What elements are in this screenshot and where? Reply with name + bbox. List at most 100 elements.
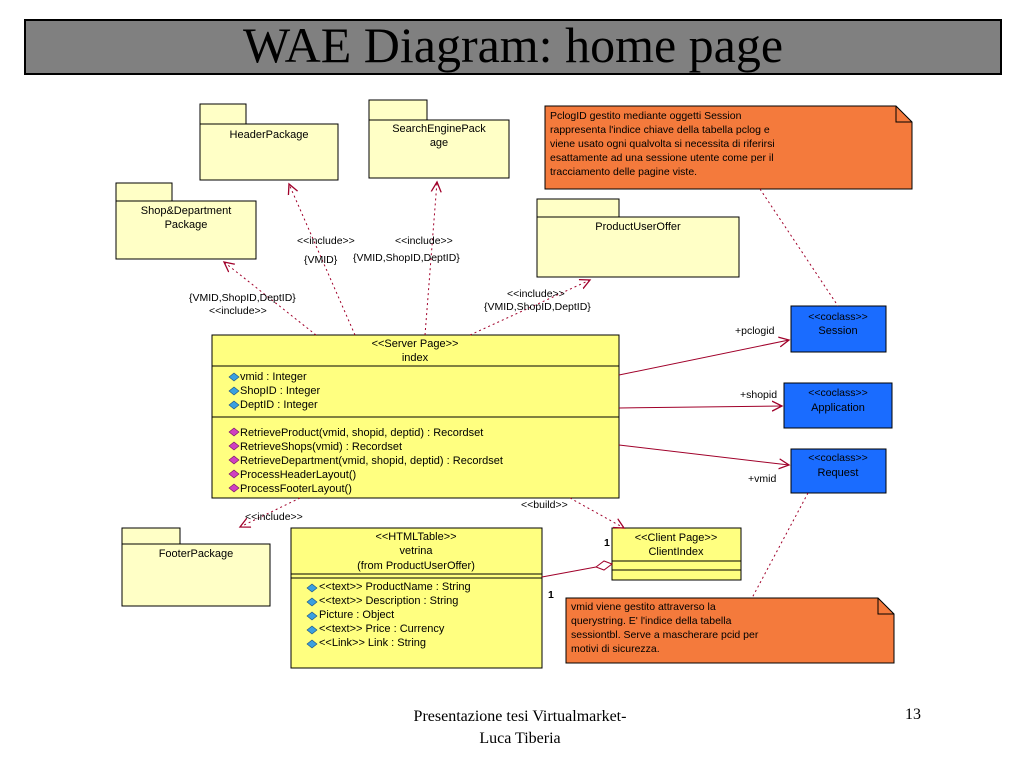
note-top-line-5: tracciamento delle pagine viste.: [550, 166, 697, 178]
index-op-process-footer: ProcessFooterLayout(): [240, 483, 352, 495]
header-package-label: HeaderPackage: [230, 129, 309, 141]
note-top-line-3: viene usato ogni qualvolta si necessita …: [550, 138, 775, 150]
request-stereotype: <<coclass>>: [808, 452, 868, 464]
footer-package: FooterPackage: [121, 527, 271, 607]
multiplicity-vetrina: 1: [548, 589, 554, 601]
application-association: [618, 406, 782, 408]
label-product-params: {VMID,ShopID,DeptID}: [484, 301, 591, 313]
operation-icon: [228, 427, 240, 437]
attribute-icon: [306, 639, 318, 649]
label-include-product: <<include>>: [507, 288, 565, 300]
note-top-line-1: PclogID gestito mediante oggetti Session: [550, 110, 742, 122]
include-product-dependency: [469, 280, 590, 336]
session-association: [618, 340, 789, 376]
index-op-retrieve-shops: RetrieveShops(vmid) : Recordset: [240, 441, 402, 453]
product-user-offer-package: ProductUserOffer: [536, 198, 740, 278]
multiplicity-client: 1: [604, 537, 610, 549]
application-stereotype: <<coclass>>: [808, 387, 868, 399]
note-top-line-2: rappresenta l'indice chiave della tabell…: [550, 124, 770, 136]
search-engine-package-label-1: SearchEnginePack: [392, 123, 486, 135]
operation-icon: [228, 483, 240, 493]
slide-title: WAE Diagram: home page: [242, 17, 784, 73]
footer-line-1: Presentazione tesi Virtualmarket-: [413, 708, 627, 725]
note-vmid: vmid viene gestito attraverso la queryst…: [565, 597, 895, 664]
label-include-header: <<include>>: [297, 235, 355, 247]
note-bottom-line-2: querystring. E' l'indice della tabella: [571, 615, 732, 627]
index-attr-vmid: vmid : Integer: [240, 371, 307, 383]
session-coclass: <<coclass>> Session: [790, 305, 887, 353]
session-stereotype: <<coclass>>: [808, 311, 868, 323]
search-engine-package: SearchEnginePack age: [368, 99, 510, 179]
attribute-icon: [306, 611, 318, 621]
include-search-dependency: [424, 182, 437, 336]
label-build: <<build>>: [521, 499, 568, 511]
index-server-page-class: <<Server Page>> index vmid : Integer Sho…: [211, 334, 620, 499]
header-package: HeaderPackage: [199, 103, 339, 181]
vetrina-html-table-class: <<HTMLTable>> vetrina (from ProductUserO…: [290, 527, 543, 669]
session-name: Session: [818, 325, 857, 337]
include-footer-dependency: [240, 497, 301, 527]
operation-icon: [228, 441, 240, 451]
request-association: [618, 444, 789, 465]
note-bottom-line-1: vmid viene gestito attraverso la: [571, 601, 716, 613]
attribute-icon: [228, 372, 240, 382]
shop-department-package: Shop&Department Package: [115, 182, 257, 260]
vetrina-attr-description: <<text>> Description : String: [319, 595, 458, 607]
index-name: index: [402, 352, 429, 364]
vetrina-from: (from ProductUserOffer): [357, 560, 475, 572]
vetrina-name: vetrina: [399, 545, 433, 557]
operation-icon: [228, 469, 240, 479]
note-bottom-line-4: motivi di sicurezza.: [571, 643, 660, 655]
shop-package-label-2: Package: [165, 219, 208, 231]
application-name: Application: [811, 402, 865, 414]
page-number: 13: [905, 706, 921, 723]
vetrina-attr-productname: <<text>> ProductName : String: [319, 581, 471, 593]
build-dependency: [569, 497, 624, 528]
footer-package-label: FooterPackage: [159, 548, 234, 560]
shop-package-label-1: Shop&Department: [141, 205, 232, 217]
vetrina-attr-price: <<text>> Price : Currency: [319, 623, 445, 635]
index-attr-shopid: ShopID : Integer: [240, 385, 320, 397]
label-include-search: <<include>>: [395, 235, 453, 247]
request-name: Request: [818, 467, 859, 479]
index-op-retrieve-department: RetrieveDepartment(vmid, shopid, deptid)…: [240, 455, 503, 467]
vetrina-attr-picture: Picture : Object: [319, 609, 394, 621]
attribute-icon: [228, 386, 240, 396]
vetrina-attr-link: <<Link>> Link : String: [319, 637, 426, 649]
client-index-class: <<Client Page>> ClientIndex: [611, 527, 742, 581]
search-engine-package-label-2: age: [430, 137, 448, 149]
note-bottom-anchor: [751, 492, 809, 599]
note-top-line-4: esattamente ad una sessione utente come …: [550, 152, 774, 164]
operation-icon: [228, 455, 240, 465]
index-op-retrieve-product: RetrieveProduct(vmid, shopid, deptid) : …: [240, 427, 483, 439]
client-name: ClientIndex: [648, 546, 704, 558]
note-pclogid: PclogID gestito mediante oggetti Session…: [544, 105, 913, 190]
client-stereotype: <<Client Page>>: [635, 532, 718, 544]
note-top-anchor: [759, 188, 839, 307]
index-attr-deptid: DeptID : Integer: [240, 399, 318, 411]
request-coclass: <<coclass>> Request: [790, 448, 887, 494]
client-vetrina-aggregation: [541, 560, 614, 578]
footer-caption: Presentazione tesi Virtualmarket- Luca T…: [360, 706, 680, 750]
index-stereotype: <<Server Page>>: [372, 338, 459, 350]
role-pclogid: +pclogid: [735, 325, 775, 337]
attribute-icon: [306, 583, 318, 593]
label-shop-params: {VMID,ShopID,DeptID}: [189, 292, 296, 304]
label-include-footer: <<include>>: [245, 511, 303, 523]
note-bottom-line-3: sessiontbl. Serve a mascherare pcid per: [571, 629, 759, 641]
attribute-icon: [306, 597, 318, 607]
vetrina-stereotype: <<HTMLTable>>: [375, 531, 456, 543]
label-search-params: {VMID,ShopID,DeptID}: [353, 252, 460, 264]
footer-line-2: Luca Tiberia: [479, 730, 561, 747]
role-vmid: +vmid: [748, 473, 776, 485]
label-include-shop: <<include>>: [209, 305, 267, 317]
index-op-process-header: ProcessHeaderLayout(): [240, 469, 356, 481]
role-shopid: +shopid: [740, 389, 777, 401]
product-package-label: ProductUserOffer: [595, 221, 681, 233]
application-coclass: <<coclass>> Application: [783, 382, 893, 429]
attribute-icon: [228, 400, 240, 410]
label-vmid-param: {VMID}: [304, 254, 338, 266]
title-bar: [24, 19, 1002, 75]
attribute-icon: [306, 625, 318, 635]
